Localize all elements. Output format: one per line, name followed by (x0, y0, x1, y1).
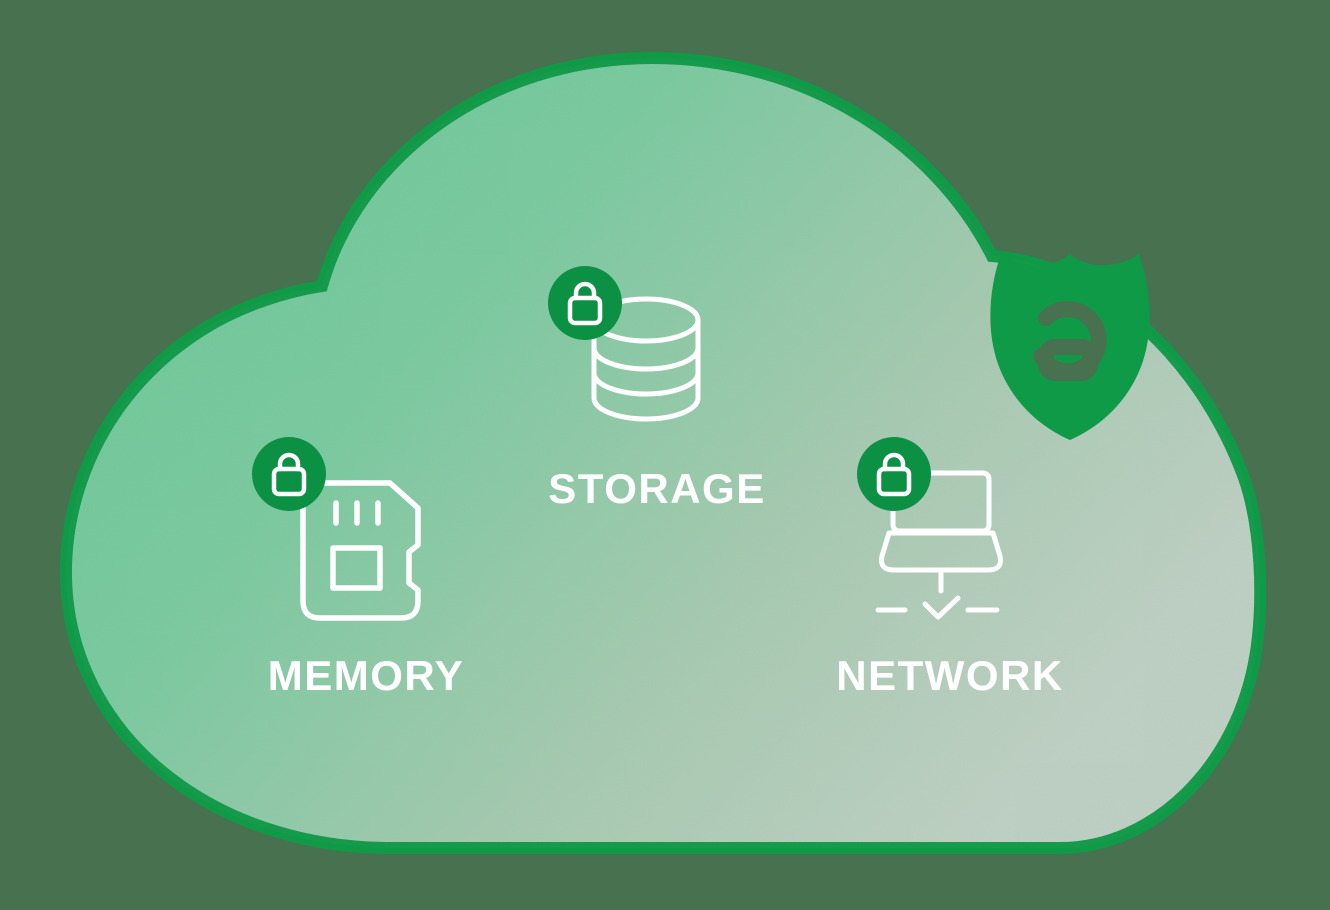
lock-icon (882, 452, 906, 472)
lock-icon (277, 452, 301, 472)
open-lock-body (1038, 339, 1098, 381)
network-lock-badge (857, 437, 931, 511)
network-icon-group (857, 437, 1003, 620)
memory-label: MEMORY (267, 652, 465, 699)
memory-icon-group (252, 437, 421, 621)
network-label: NETWORK (836, 652, 1064, 699)
check-icon (922, 595, 961, 620)
shield-open-lock-icon (990, 254, 1150, 440)
memory-lock-badge (252, 437, 326, 511)
storage-lock-badge (548, 266, 622, 340)
storage-icon-group (548, 266, 701, 422)
lock-icon (573, 281, 597, 301)
storage-label: STORAGE (548, 465, 766, 512)
